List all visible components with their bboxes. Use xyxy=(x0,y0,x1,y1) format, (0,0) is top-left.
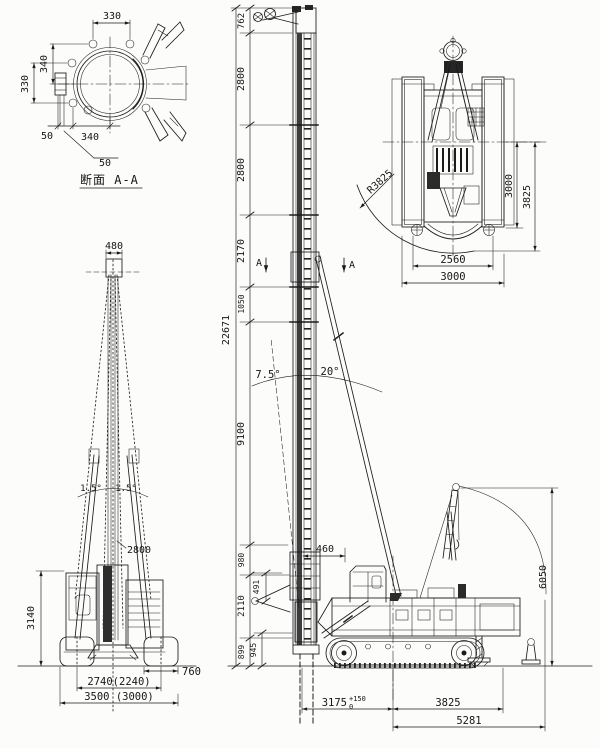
dim-340-left: 340 xyxy=(39,55,50,73)
mast xyxy=(289,9,319,646)
dim-2170: 2170 xyxy=(236,239,247,263)
front-mast xyxy=(107,259,119,713)
angle-1-5-right: 1.5° xyxy=(115,484,137,494)
dim-50-leader: 50 xyxy=(99,158,111,169)
base-machine-body xyxy=(317,565,521,639)
dim-1050: 1050 xyxy=(237,294,246,313)
side-view: 6050 xyxy=(301,483,559,732)
dim-2560: 2560 xyxy=(440,254,465,266)
dim-50-bottom: 50 xyxy=(41,131,53,142)
radiator-grid xyxy=(467,107,485,127)
dim-899: 899 xyxy=(237,645,246,660)
plan-view: R3825 3000 3825 2560 3000 xyxy=(356,35,548,288)
dim-2800-leader: 2800 xyxy=(127,545,151,556)
dim-330-left: 330 xyxy=(20,75,31,93)
dim-2800-a: 2800 xyxy=(236,67,247,91)
dim-3000-vertical: 3000 xyxy=(504,174,515,198)
dim-9100: 9100 xyxy=(236,422,247,446)
mast-base xyxy=(251,551,321,727)
dim-330-top: 330 xyxy=(103,11,121,22)
tol-minus-0: 0 xyxy=(349,703,353,711)
flange-bolts xyxy=(67,39,151,115)
folding-jib xyxy=(419,483,460,599)
dim-r3825: R3825 xyxy=(365,168,395,196)
dim-945: 945 xyxy=(249,643,258,658)
dim-22671: 22671 xyxy=(221,315,232,345)
dim-6050: 6050 xyxy=(538,565,549,589)
section-cut-markers: A A xyxy=(256,257,355,273)
dim-3175: 3175 xyxy=(322,697,347,709)
angle-1-5-left: 1.5° xyxy=(80,484,102,494)
front-view: 480 1.5° 1.5° 2800 xyxy=(17,241,201,713)
side-crawler xyxy=(325,637,485,669)
dim-2800-b: 2800 xyxy=(236,158,247,182)
dim-3825-vertical: 3825 xyxy=(522,185,533,209)
section-view: 330 340 330 50 340 50 断面 A-A xyxy=(20,11,189,189)
angle-7-5: 7.5° xyxy=(255,369,280,381)
dim-5281: 5281 xyxy=(456,715,481,727)
dim-3000-width: 3000 xyxy=(440,271,465,283)
dim-460: 460 xyxy=(316,544,334,555)
elevation-view: A A 7.5° 20° 460 22671 xyxy=(221,4,593,727)
dim-2740: 2740(2240) xyxy=(87,676,150,688)
jib-rest-pad xyxy=(521,638,541,665)
tol-plus-150: +150 xyxy=(349,695,366,703)
dim-491: 491 xyxy=(252,580,261,595)
dim-3500: 3500 (3000) xyxy=(84,691,154,703)
agitator-bracket xyxy=(142,21,187,142)
angle-20: 20° xyxy=(321,366,340,378)
front-body xyxy=(63,564,166,661)
dimension-chain: 762 2800 2800 2170 1050 9100 980 2110 89… xyxy=(236,4,293,670)
dim-2110: 2110 xyxy=(237,595,247,617)
section-marker-a-left: A xyxy=(256,258,262,269)
dim-980: 980 xyxy=(237,553,246,568)
plan-body xyxy=(411,38,495,240)
dim-762: 762 xyxy=(237,13,247,29)
front-crawlers xyxy=(59,636,179,667)
dim-480: 480 xyxy=(105,241,123,252)
mast-head xyxy=(253,5,317,34)
section-marker-a-right: A xyxy=(349,260,355,271)
dim-340-bottom: 340 xyxy=(81,132,99,143)
left-stub xyxy=(54,72,67,127)
dim-760: 760 xyxy=(182,666,201,678)
dim-3140: 3140 xyxy=(26,606,37,630)
section-title: 断面 A-A xyxy=(80,172,139,187)
rear-jack xyxy=(467,635,491,667)
dim-3825-bottom: 3825 xyxy=(435,697,460,709)
